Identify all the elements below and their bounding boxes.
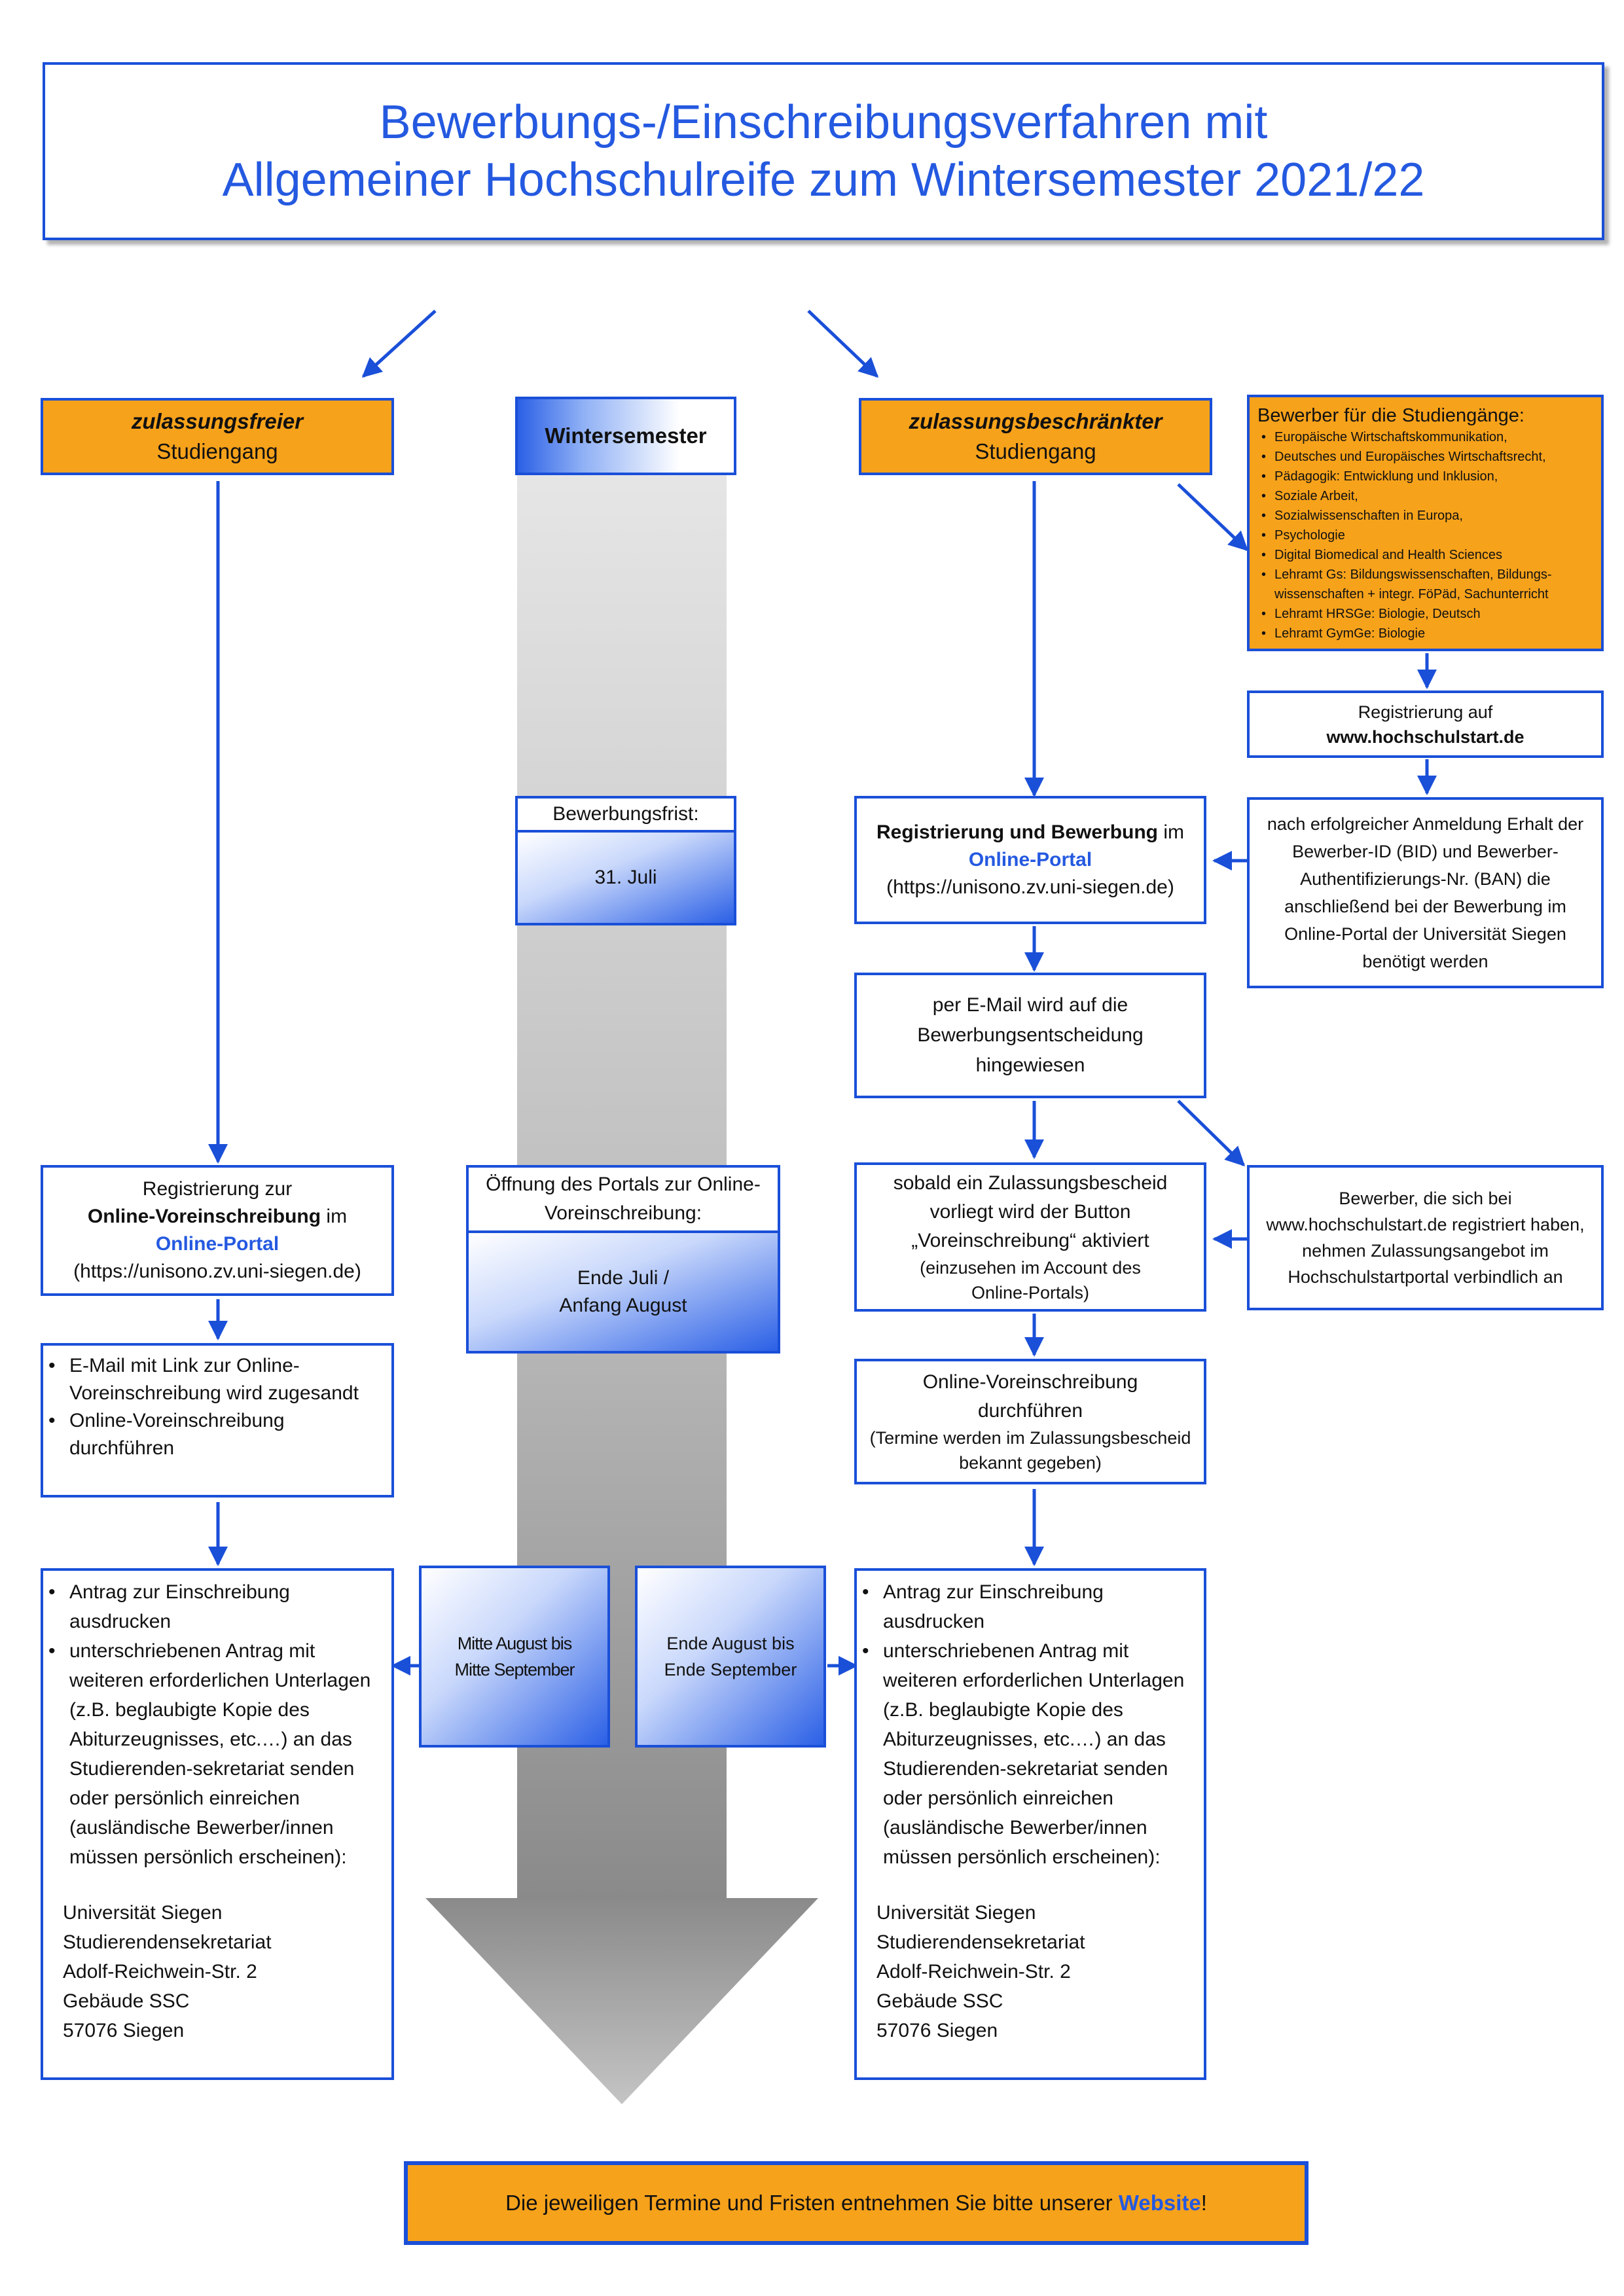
hochschulstart-registration-label: Registrierung auf [1358,702,1493,722]
left-address-line: Gebäude SSC [63,1990,190,2012]
title-line-2: Allgemeiner Hochschulreife zum Wintersem… [222,154,1425,206]
admission-notice-text: sobald ein Zulassungsbescheid vorliegt w… [893,1172,1168,1251]
left-application-item: unterschriebenen Antrag mit weiteren erf… [43,1636,376,1872]
right-voreinschreibung-sub: (Termine werden im Zulassungsbescheid be… [869,1428,1191,1473]
right-registration-im: im [1158,821,1185,843]
left-registration-url: (https://unisono.zv.uni-siegen.de) [73,1261,361,1282]
deadline-date: 31. Juli [594,867,657,888]
programs-title: Bewerber für die Studiengänge: [1257,405,1525,426]
left-email-box: E-Mail mit Link zur Online-Voreinschreib… [41,1343,394,1498]
program-item: Lehramt Gs: Bildungswissenschaften, Bild… [1257,565,1593,604]
right-registration-bold: Registrierung und Bewerbung [876,821,1159,843]
admission-notice-sub: (einzusehen im Account des Online-Portal… [920,1258,1141,1302]
header-wintersemester-label: Wintersemester [545,423,707,448]
right-registration-url: (https://unisono.zv.uni-siegen.de) [886,876,1174,898]
programs-list: Europäische Wirtschaftskommunikation,Deu… [1257,427,1593,643]
email-decision-box: per E-Mail wird auf die Bewerbungsentsch… [854,973,1206,1098]
period-right-text: Ende August bis Ende September [664,1634,797,1679]
period-left-box: Mitte August bis Mitte September [419,1566,610,1748]
program-item: Soziale Arbeit, [1257,486,1593,506]
period-left-text: Mitte August bis Mitte September [454,1634,575,1679]
arrow-decision-to-hs [1177,1100,1246,1167]
arrow-split-left [361,310,437,378]
right-online-portal-link[interactable]: Online-Portal [968,849,1092,870]
right-address-line: Studierendensekretariat [876,1931,1085,1953]
page-title: Bewerbungs-/Einschreibungsverfahren mit … [43,62,1604,240]
program-item: Pädagogik: Entwicklung und Inklusion, [1257,467,1593,486]
title-line-1: Bewerbungs-/Einschreibungsverfahren mit [379,96,1268,149]
deadline-date-box: 31. Juli [515,830,736,925]
header-zulassungsfrei-sub: Studiengang [156,439,278,463]
admission-notice-box: sobald ein Zulassungsbescheid vorliegt w… [854,1162,1206,1312]
hochschulstart-accept-text: Bewerber, die sich bei www.hochschulstar… [1266,1189,1585,1287]
hochschulstart-accept-box: Bewerber, die sich bei www.hochschulstar… [1247,1165,1604,1310]
arrow-split-right [807,310,879,378]
left-registration-bold: Online-Voreinschreibung [87,1206,321,1227]
portal-opening-date-1: Ende Juli / [577,1267,670,1289]
left-application-box: Antrag zur Einschreibung ausdruckenunter… [41,1568,394,2080]
left-registration-box: Registrierung zur Online-Voreinschreibun… [41,1165,394,1296]
program-item: Digital Biomedical and Health Sciences [1257,545,1593,565]
left-application-item: Antrag zur Einschreibung ausdrucken [43,1577,376,1636]
right-address-line: Adolf-Reichwein-Str. 2 [876,1961,1071,1982]
portal-opening-date-box: Ende Juli / Anfang August [466,1230,780,1354]
program-item: Lehramt HRSGe: Biologie, Deutsch [1257,604,1593,624]
program-item: Deutsches und Europäisches Wirtschaftsre… [1257,447,1593,467]
portal-opening-label-box: Öffnung des Portals zur Online-Voreinsch… [466,1165,780,1233]
header-zulassungsbeschraenkt-title: zulassungsbeschränkter [909,409,1163,433]
left-address-line: Studierendensekretariat [63,1931,272,1953]
deadline-label: Bewerbungsfrist: [552,803,699,825]
right-voreinschreibung-text: Online-Voreinschreibung durchführen [922,1371,1138,1422]
left-address-line: Universität Siegen [63,1902,223,1924]
left-email-item: Online-Voreinschreibung durchführen [43,1407,378,1462]
arrow-programs [1177,483,1249,552]
email-decision-text: per E-Mail wird auf die Bewerbungsentsch… [917,994,1144,1076]
hochschulstart-registration-box: Registrierung auf www.hochschulstart.de [1247,691,1604,758]
footer-text: Die jeweiligen Termine und Fristen entne… [505,2191,1119,2215]
right-registration-box: Registrierung und Bewerbung im Online-Po… [854,796,1206,924]
right-application-list: Antrag zur Einschreibung ausdruckenunter… [857,1577,1188,1872]
hochschulstart-url: www.hochschulstart.de [1326,726,1525,747]
left-registration-im: im [321,1206,348,1227]
bid-ban-text: nach erfolgreicher Anmeldung Erhalt der … [1267,814,1584,971]
program-item: Europäische Wirtschaftskommunikation, [1257,427,1593,447]
right-registration-line1: Registrierung und Bewerbung im [876,819,1184,846]
program-item: Sozialwissenschaften in Europa, [1257,506,1593,526]
header-wintersemester: Wintersemester [515,397,736,475]
right-address-line: 57076 Siegen [876,2020,998,2041]
right-voreinschreibung-box: Online-Voreinschreibung durchführen (Ter… [854,1359,1206,1484]
left-email-list: E-Mail mit Link zur Online-Voreinschreib… [43,1352,378,1462]
header-zulassungsbeschraenkt-sub: Studiengang [975,439,1096,463]
right-application-box: Antrag zur Einschreibung ausdruckenunter… [854,1568,1206,2080]
bid-ban-box: nach erfolgreicher Anmeldung Erhalt der … [1247,797,1604,988]
header-zulassungsfrei-title: zulassungsfreier [131,409,304,433]
left-online-portal-link[interactable]: Online-Portal [155,1233,280,1255]
header-zulassungsfrei: zulassungsfreier Studiengang [41,398,394,475]
right-application-item: unterschriebenen Antrag mit weiteren erf… [857,1636,1188,1872]
programs-box: Bewerber für die Studiengänge: Europäisc… [1247,395,1604,651]
portal-opening-date-2: Anfang August [559,1295,687,1316]
right-address-line: Gebäude SSC [876,1990,1003,2012]
right-address-line: Universität Siegen [876,1902,1036,1924]
period-right-box: Ende August bis Ende September [635,1566,826,1748]
right-application-item: Antrag zur Einschreibung ausdrucken [857,1577,1188,1636]
program-item: Lehramt GymGe: Biologie [1257,624,1593,643]
footer-text-end: ! [1200,2191,1207,2215]
portal-opening-label: Öffnung des Portals zur Online-Voreinsch… [486,1174,761,1224]
left-email-item: E-Mail mit Link zur Online-Voreinschreib… [43,1352,378,1407]
footer-website-link[interactable]: Website [1118,2191,1201,2215]
footer-banner: Die jeweiligen Termine und Fristen entne… [404,2161,1308,2245]
left-application-list: Antrag zur Einschreibung ausdruckenunter… [43,1577,376,1872]
program-item: Psychologie [1257,526,1593,545]
left-registration-line1: Registrierung zur [142,1178,293,1200]
deadline-label-box: Bewerbungsfrist: [515,796,736,833]
left-address-line: Adolf-Reichwein-Str. 2 [63,1961,257,1982]
header-zulassungsbeschraenkt: zulassungsbeschränkter Studiengang [859,398,1212,475]
left-address-line: 57076 Siegen [63,2020,185,2041]
left-registration-line2: Online-Voreinschreibung im [88,1203,347,1230]
footer-text-line: Die jeweiligen Termine und Fristen entne… [505,2188,1207,2218]
